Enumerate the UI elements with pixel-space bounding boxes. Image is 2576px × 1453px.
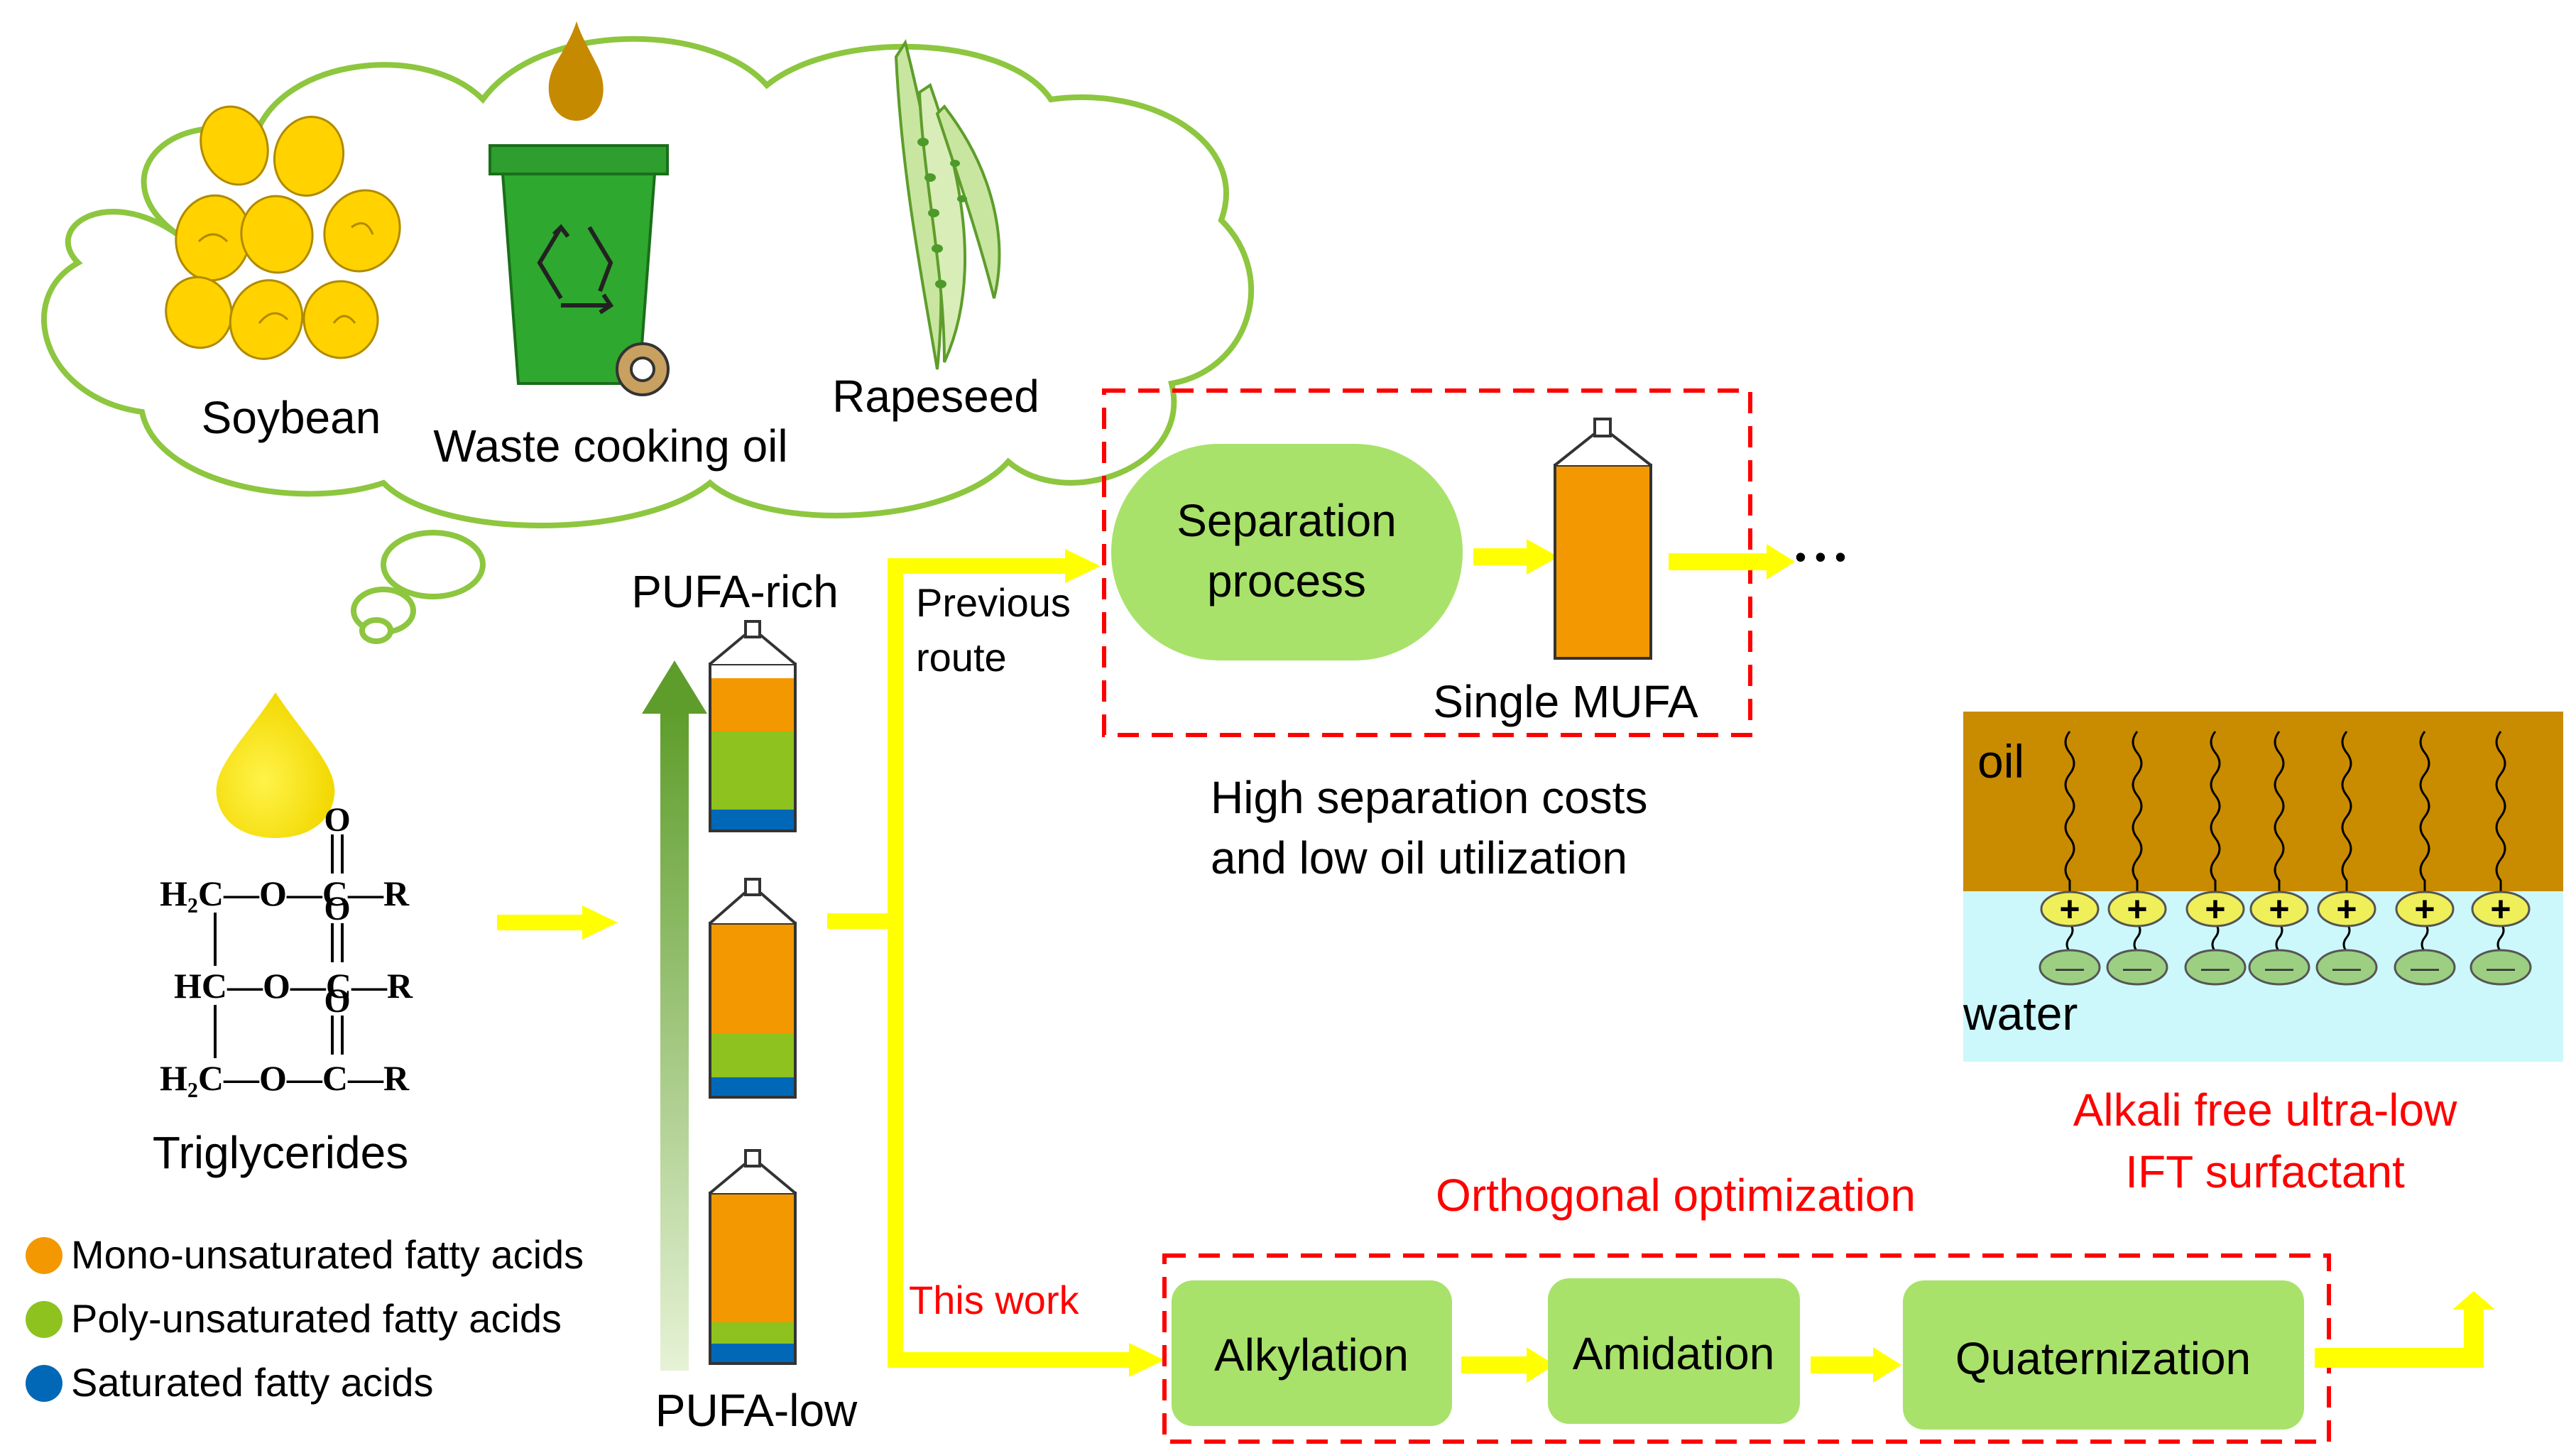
minus-sign: — xyxy=(2265,952,2293,984)
amidation-label: Amidation xyxy=(1573,1328,1775,1379)
legend-sfa-swatch xyxy=(26,1365,62,1402)
quaternization-node xyxy=(1903,1280,2304,1430)
plus-sign: + xyxy=(2059,889,2080,929)
rapeseed-label: Rapeseed xyxy=(832,371,1039,422)
bottle-pufa-mid xyxy=(709,878,797,1099)
minus-sign: — xyxy=(2332,952,2361,984)
oil-water-interface: oil water xyxy=(1963,712,2563,1062)
plus-sign: + xyxy=(2414,889,2435,929)
cost-label-2: and low oil utilization xyxy=(1211,832,1627,883)
yellow-arrow-to-mufa xyxy=(1473,539,1559,575)
yellow-arrow-step-2 xyxy=(1811,1347,1901,1383)
carbonyl-o-3: O xyxy=(324,982,350,1020)
surfactant-tails xyxy=(2064,731,2506,895)
route-branch-arrows xyxy=(827,549,1164,1377)
separation-process-node xyxy=(1111,444,1463,660)
oil-label: oil xyxy=(1977,735,2024,788)
soybean-label: Soybean xyxy=(202,392,381,443)
triglyceride-row-3: H₂C—O—C—R xyxy=(160,1058,410,1098)
legend-sfa-label: Saturated fatty acids xyxy=(71,1360,434,1405)
cation-heads xyxy=(2040,891,2531,927)
result-label-2: IFT surfactant xyxy=(2125,1146,2405,1197)
rapeseed-icon xyxy=(894,39,1001,370)
triglyceride-row-2: HC—O—C—R xyxy=(174,966,413,1006)
legend-pufa-label: Poly-unsaturated fatty acids xyxy=(71,1296,562,1341)
separation-label-1: Separation xyxy=(1177,495,1397,546)
plus-sign: + xyxy=(2127,889,2147,929)
soybean-detail xyxy=(197,222,374,324)
water-label: water xyxy=(1963,987,2078,1040)
single-mufa-label: Single MUFA xyxy=(1433,676,1698,727)
legend: Mono-unsaturated fatty acids Poly-unsatu… xyxy=(26,1232,584,1405)
minus-sign: — xyxy=(2411,952,2439,984)
plus-sign: + xyxy=(2336,889,2357,929)
pufa-gradient-arrow xyxy=(642,660,707,1371)
quaternization-label: Quaternization xyxy=(1955,1333,2251,1384)
anion-heads xyxy=(2039,949,2532,986)
previous-route-label-2: route xyxy=(916,635,1007,680)
oil-layer xyxy=(1963,712,2563,891)
pufa-rich-label: PUFA-rich xyxy=(631,566,839,617)
minus-sign: — xyxy=(2487,952,2515,984)
yellow-arrow-output xyxy=(2315,1291,2495,1368)
legend-mufa-swatch xyxy=(26,1237,62,1274)
alkylation-label: Alkylation xyxy=(1214,1329,1409,1381)
yellow-arrow-step-1 xyxy=(1461,1347,1555,1383)
waste-bin-icon xyxy=(489,21,670,396)
recycle-icon xyxy=(537,224,614,315)
separation-label-2: process xyxy=(1207,555,1366,606)
soybean-icon xyxy=(165,105,401,360)
yellow-arrow-to-ellipsis xyxy=(1669,544,1795,579)
bottle-pufa-low xyxy=(709,1149,797,1365)
carbonyl-o-1: O xyxy=(324,801,350,839)
minus-sign: — xyxy=(2201,952,2230,984)
yellow-arrow-feed xyxy=(497,905,618,940)
plus-sign: + xyxy=(2490,889,2511,929)
carbonyl-o-2: O xyxy=(324,890,350,927)
cost-label-1: High separation costs xyxy=(1211,772,1647,823)
plus-sign: + xyxy=(2269,889,2289,929)
bottle-pufa-rich xyxy=(709,620,797,832)
previous-route-label-1: Previous xyxy=(916,580,1071,625)
alkylation-node xyxy=(1172,1280,1452,1426)
result-label-1: Alkali free ultra-low xyxy=(2073,1084,2457,1136)
triglycerides-label: Triglycerides xyxy=(153,1127,408,1178)
process-box xyxy=(1162,1253,2331,1444)
this-work-label: This work xyxy=(909,1278,1080,1322)
minus-sign: — xyxy=(2056,952,2084,984)
plus-signs: + + + + + + + xyxy=(2059,889,2511,929)
counterion-links xyxy=(2065,923,2505,952)
oil-drop-icon xyxy=(216,692,335,838)
orthogonal-optimization-label: Orthogonal optimization xyxy=(1436,1170,1916,1221)
ellipsis-label: ••• xyxy=(1795,538,1855,575)
triglyceride-row-1: H₂C—O—C—R xyxy=(160,874,410,913)
triglyceride-structure: O O O H₂C—O—C—R HC—O—C—R H₂C—O—C—R xyxy=(160,801,413,1098)
pufa-low-label: PUFA-low xyxy=(655,1385,858,1436)
waste-oil-label: Waste cooking oil xyxy=(433,420,787,472)
bottle-single-mufa xyxy=(1554,418,1652,660)
plus-sign: + xyxy=(2205,889,2225,929)
thought-bubble-small xyxy=(359,617,393,644)
legend-pufa-swatch xyxy=(26,1301,62,1338)
minus-signs: — — — — — — — xyxy=(2056,952,2515,984)
amidation-node xyxy=(1548,1278,1800,1424)
legend-mufa-label: Mono-unsaturated fatty acids xyxy=(71,1232,584,1277)
thought-bubble-large xyxy=(381,530,486,599)
minus-sign: — xyxy=(2123,952,2151,984)
